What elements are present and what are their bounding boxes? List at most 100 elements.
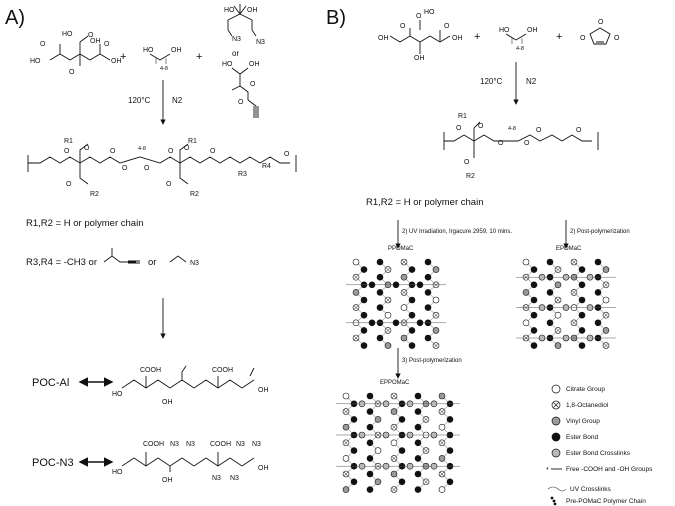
legend-octanediol-label: 1,8-Octanediol <box>566 402 609 409</box>
azide-diol-label-3: N3 <box>256 39 265 46</box>
network-bead-cross <box>343 471 349 477</box>
network-bead <box>376 273 384 281</box>
citric-b-label-0: O <box>416 13 422 20</box>
network-bead-cross <box>385 297 391 303</box>
prepolymer-a-label-9: O <box>184 145 190 152</box>
network-bead <box>438 486 446 493</box>
network-bead <box>406 462 414 470</box>
network-bead-cross <box>391 487 397 492</box>
step-right-label: 2) Post-polymerization <box>570 229 630 235</box>
r-definition-a-2-group: R3,R4 = -CH3 or or N3 <box>26 248 199 268</box>
product-n3-label-8: N3 <box>212 475 221 482</box>
prepolymer-b-label-3: 4-8 <box>508 126 516 132</box>
network-label-epomac: EPOMaC <box>556 246 582 252</box>
alkyne-diol-label-3: O <box>238 99 244 106</box>
svg-text:*: * <box>546 467 549 474</box>
network-bead <box>350 416 358 423</box>
legend: Citrate Group 1,8-Octanediol Vinyl Group… <box>546 384 653 506</box>
r-definition-a-2-or: or <box>148 257 156 268</box>
network-epomac <box>516 258 616 349</box>
panel-a-label: A) <box>5 7 25 29</box>
network-bead <box>360 311 368 319</box>
network-bead <box>602 266 610 273</box>
network-bead <box>578 266 586 273</box>
panel-b: B) O HO O OH O OH OH + HO OH 4-8 + O O O <box>326 7 653 506</box>
product-n3-label-5: N3 <box>252 441 261 448</box>
diol-a-label-2: 4-8 <box>160 66 168 72</box>
product-n3-label-10: OH <box>258 465 269 472</box>
r-definition-a-2-n3: N3 <box>190 260 199 267</box>
network-bead <box>398 478 406 486</box>
network-bead <box>368 319 376 327</box>
network-bead-cross <box>343 409 349 414</box>
network-bead <box>538 273 546 281</box>
network-bead-cross <box>423 448 429 453</box>
plus-a-2: + <box>196 51 202 63</box>
diol-b-label-0: HO <box>499 27 510 34</box>
network-bead-cross <box>433 343 439 348</box>
prepolymer-a-label-4: O <box>122 165 128 172</box>
prepolymer-a-label-15: R3 <box>238 171 247 178</box>
network-bead-cross <box>385 328 391 333</box>
network-bead <box>438 455 446 462</box>
network-label-ppomac: PPOMaC <box>388 246 414 252</box>
network-bead-cross <box>423 479 429 484</box>
citric-b-label-5: OH <box>452 35 463 42</box>
network-bead <box>414 470 422 478</box>
maleic-anhydride-structure: O O O <box>580 19 620 45</box>
prepolymer-b-label-7: O <box>576 127 582 134</box>
network-bead <box>432 296 440 304</box>
network-bead-cross <box>555 297 561 303</box>
prepolymer-a-label-10: O <box>210 148 216 155</box>
network-bead <box>376 258 384 266</box>
network-bead <box>432 266 440 273</box>
network-eppomac <box>336 392 460 493</box>
network-bead-cross <box>439 409 445 414</box>
network-bead <box>578 342 586 349</box>
network-bead <box>602 296 610 304</box>
legend-free-swatch: * <box>546 467 562 474</box>
network-bead <box>376 289 384 296</box>
conditions-temp-a: 120°C <box>128 96 151 105</box>
prepolymer-a-label-1: O <box>84 145 90 152</box>
network-bead-cross <box>391 393 397 399</box>
network-bead <box>342 486 350 493</box>
network-bead <box>424 258 432 266</box>
network-bead <box>382 431 390 439</box>
network-bead <box>416 319 424 327</box>
network-bead <box>430 400 438 408</box>
legend-free-label: Free -COOH and -OH Groups <box>566 466 653 473</box>
network-bead <box>586 304 594 311</box>
diol-b-label-1: OH <box>527 27 538 34</box>
network-bead <box>416 281 424 289</box>
citric-a-label-5: O <box>104 41 110 48</box>
network-label-eppomac: EPPOMaC <box>380 380 410 386</box>
alkyne-diol-label-2: O <box>250 81 256 88</box>
network-bead <box>342 392 350 400</box>
network-bead <box>522 258 530 266</box>
r-definition-a-2: R3,R4 = -CH3 or <box>26 257 97 268</box>
prepolymer-b-label-9: R2 <box>466 173 475 180</box>
legend-prepolymer-label: Pre-POMaC Polymer Chain <box>566 498 646 505</box>
citric-a-label-6: OH <box>111 58 122 65</box>
network-bead-cross <box>423 417 429 422</box>
network-bead <box>578 327 586 334</box>
alkyne-diol-label-1: OH <box>249 61 260 68</box>
network-bead <box>342 455 350 462</box>
prepolymer-a-label-8: R1 <box>188 138 197 145</box>
network-bead <box>586 334 594 342</box>
network-bead <box>358 462 366 470</box>
prepolymer-structure-b: R1 O O 4-8 O O O O O R2 <box>443 113 599 180</box>
network-bead <box>406 431 414 439</box>
network-bead <box>530 296 538 304</box>
network-bead <box>358 431 366 439</box>
citric-a-label-2: OH <box>90 38 101 45</box>
network-bead <box>554 281 562 289</box>
diol-structure-b: HO OH 4-8 <box>499 27 538 52</box>
network-bead <box>578 296 586 304</box>
product-al-label-4: OH <box>258 387 269 394</box>
network-bead-cross <box>433 313 439 318</box>
network-bead <box>554 342 562 349</box>
prepolymer-b-label-6: O <box>536 127 542 134</box>
prepolymer-a-label-0: R1 <box>64 138 73 145</box>
